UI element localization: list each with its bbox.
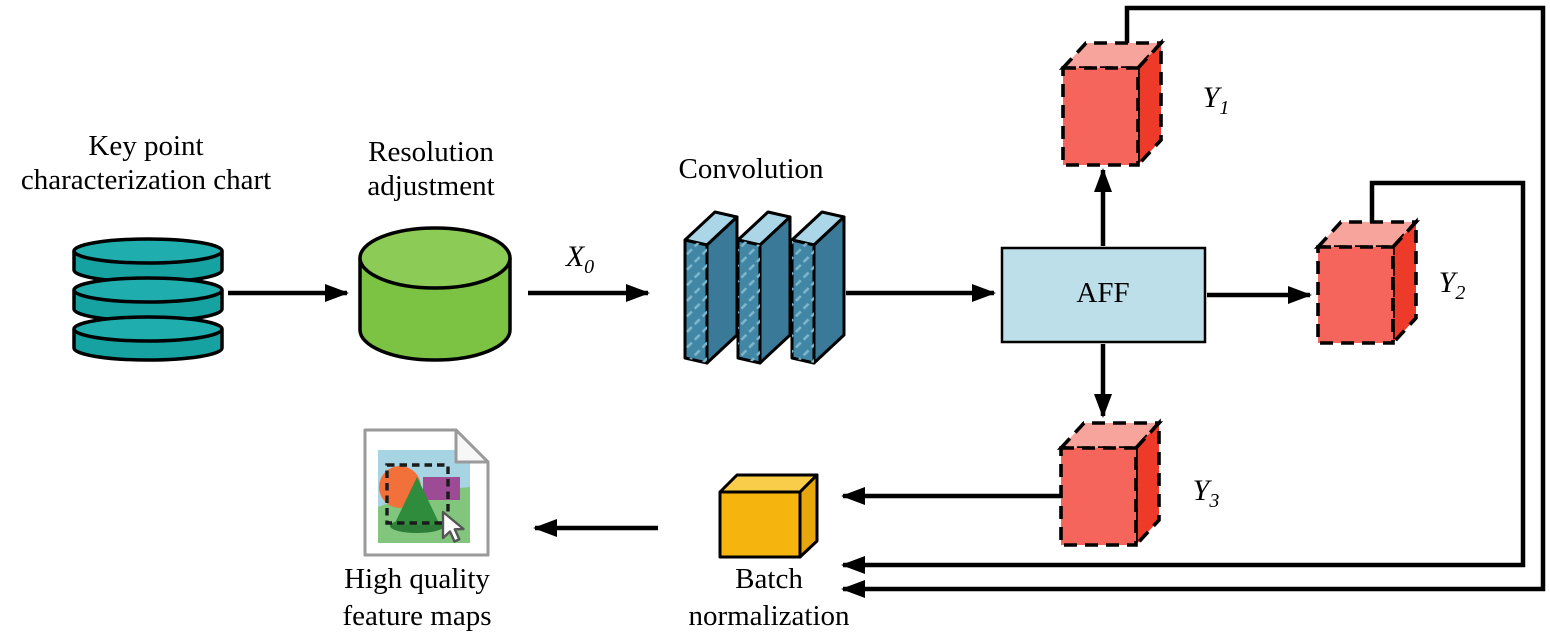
- var-sub: 2: [1455, 282, 1466, 304]
- var-sub: 1: [1219, 97, 1230, 119]
- connectors: [228, 5, 1546, 598]
- label-aff: AFF: [1076, 277, 1130, 309]
- feature-cube-y3: [1056, 418, 1164, 550]
- label-batch-normalization: Batch normalization: [688, 561, 849, 634]
- batch-norm-cube-icon: [718, 473, 819, 559]
- label-y1: Y1: [1203, 80, 1230, 120]
- selection-marquee: [385, 463, 450, 525]
- label-y2: Y2: [1439, 265, 1466, 305]
- conv-slab: [790, 210, 846, 365]
- conv-slab: [736, 210, 792, 365]
- label-line: normalization: [688, 599, 850, 632]
- resolution-cylinder-icon: [358, 226, 512, 362]
- database-disk: [72, 276, 224, 323]
- skip-line-y2-to-batch: [841, 180, 1526, 574]
- photo-tree: [394, 477, 440, 525]
- image-file-icon: [363, 428, 490, 557]
- database-disk: [72, 237, 224, 284]
- label-resolution-adjustment: Resolution adjustment: [367, 136, 494, 204]
- page-fold-corner: [454, 428, 490, 464]
- feature-cube-y1: [1058, 38, 1166, 170]
- label-line: Key point: [88, 130, 204, 162]
- conv-slab: [683, 210, 739, 365]
- database-disk: [72, 315, 224, 362]
- photo-rectangle: [423, 477, 460, 500]
- var-base: Y: [1192, 474, 1210, 507]
- label-line: High quality: [344, 563, 490, 595]
- var-base: Y: [1438, 266, 1456, 299]
- label-x0: X0: [566, 239, 594, 279]
- var-sub: 3: [1209, 490, 1220, 512]
- label-line: characterization chart: [20, 163, 272, 196]
- convolution-layers-icon: [683, 210, 846, 365]
- var-base: Y: [1202, 81, 1220, 114]
- feature-cube-y2: [1313, 217, 1421, 348]
- label-line: adjustment: [367, 169, 495, 202]
- label-high-quality-feature-maps: High quality feature maps: [343, 561, 492, 634]
- label-convolution: Convolution: [678, 153, 824, 185]
- cursor-icon: [441, 510, 465, 543]
- skip-line-y1-to-batch: [841, 5, 1546, 598]
- label-line: Batch: [735, 563, 803, 595]
- label-line: Resolution: [368, 136, 494, 168]
- label-line: feature maps: [342, 599, 492, 632]
- label-y3: Y3: [1193, 473, 1220, 513]
- label-keypoint-chart: Key point characterization chart: [21, 130, 271, 198]
- var-base: X: [565, 240, 585, 273]
- var-sub: 0: [584, 256, 595, 278]
- aff-box: [1000, 246, 1207, 344]
- database-icon: [72, 237, 224, 362]
